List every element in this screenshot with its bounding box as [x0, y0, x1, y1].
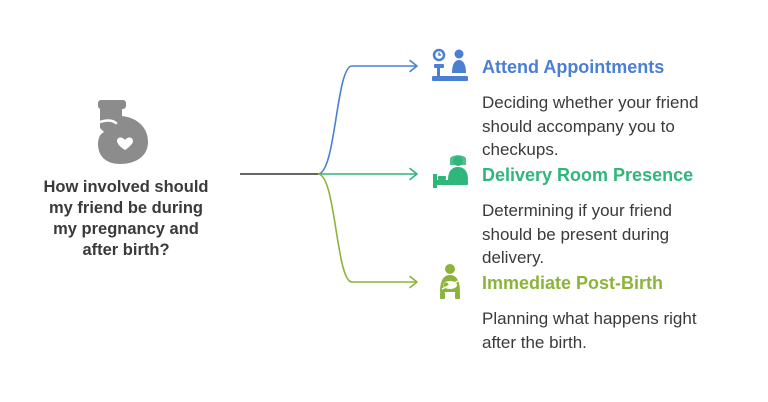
arrowhead-delivery	[409, 167, 418, 181]
branch-title-attend: Attend Appointments	[482, 57, 665, 77]
arrowhead-attend	[409, 59, 418, 73]
appointment-icon	[432, 48, 468, 81]
delivery-bed-icon	[433, 155, 468, 188]
branch-title-postbirth: Immediate Post-Birth	[482, 273, 664, 293]
pregnancy-icon	[98, 100, 148, 164]
arrowhead-postbirth	[409, 275, 418, 289]
branch-desc-delivery: Determining if your friend should be pre…	[482, 201, 672, 267]
parent-baby-icon	[440, 264, 460, 299]
branch-desc-attend: Deciding whether your friend should acco…	[482, 93, 699, 159]
central-question: How involved should my friend be during …	[43, 178, 209, 259]
branch-desc-postbirth: Planning what happens right after the bi…	[482, 309, 697, 352]
connector-postbirth	[317, 173, 416, 283]
branch-title-delivery: Delivery Room Presence	[482, 165, 694, 185]
connector-attend	[317, 65, 416, 175]
